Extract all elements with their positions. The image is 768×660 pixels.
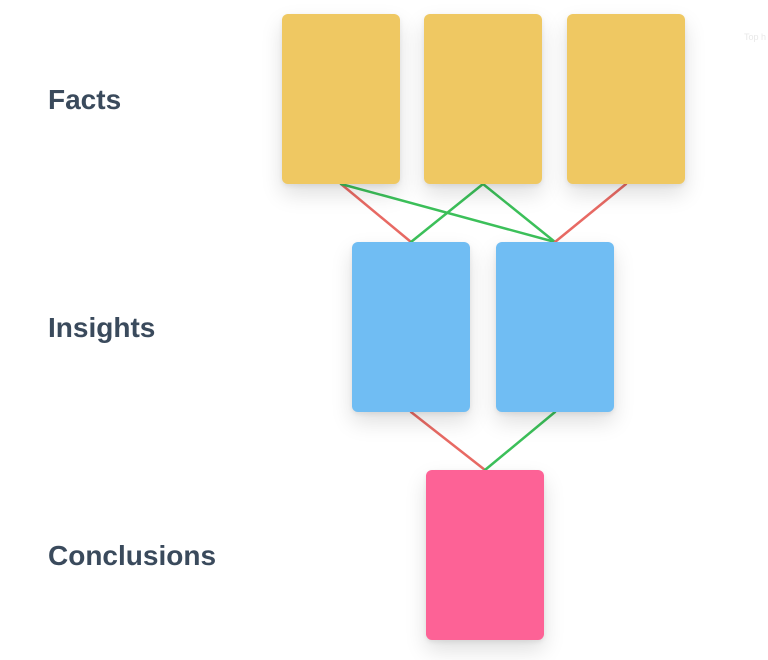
connector-fact-2-to-insight-2 [481,182,557,244]
insight-card-2[interactable] [496,242,614,412]
connector-fact-2-to-insight-1 [409,182,485,244]
fact-card-3[interactable] [567,14,685,184]
row-label-facts: Facts [48,84,122,115]
conclusion-card-1[interactable] [426,470,544,640]
connector-insight-1-to-conclusion-1 [409,410,487,472]
row-label-conclusions: Conclusions [48,540,217,571]
fact-card-1[interactable] [282,14,400,184]
connector-insight-2-to-conclusion-1 [483,410,557,472]
insight-card-1[interactable] [352,242,470,412]
fact-card-2[interactable] [424,14,542,184]
corner-faded-text: Top h [743,32,766,42]
connector-fact-1-to-insight-1 [339,182,413,244]
row-label-insights: Insights [48,312,156,343]
connector-fact-3-to-insight-2 [553,182,628,244]
